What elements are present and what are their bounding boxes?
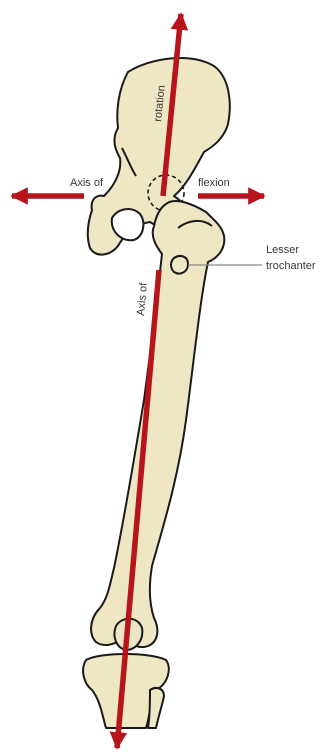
axis-of-label-top: Axis of [70, 177, 104, 189]
lesser-label: Lesser [266, 244, 299, 256]
bones [83, 58, 230, 728]
flexion-label: flexion [198, 177, 230, 189]
fibula [148, 688, 164, 728]
femur [91, 201, 224, 647]
lesser-trochanter [171, 256, 188, 274]
axis-of-label-vertical: Axis of [135, 281, 150, 316]
trochanter-label: trochanter [266, 260, 316, 272]
